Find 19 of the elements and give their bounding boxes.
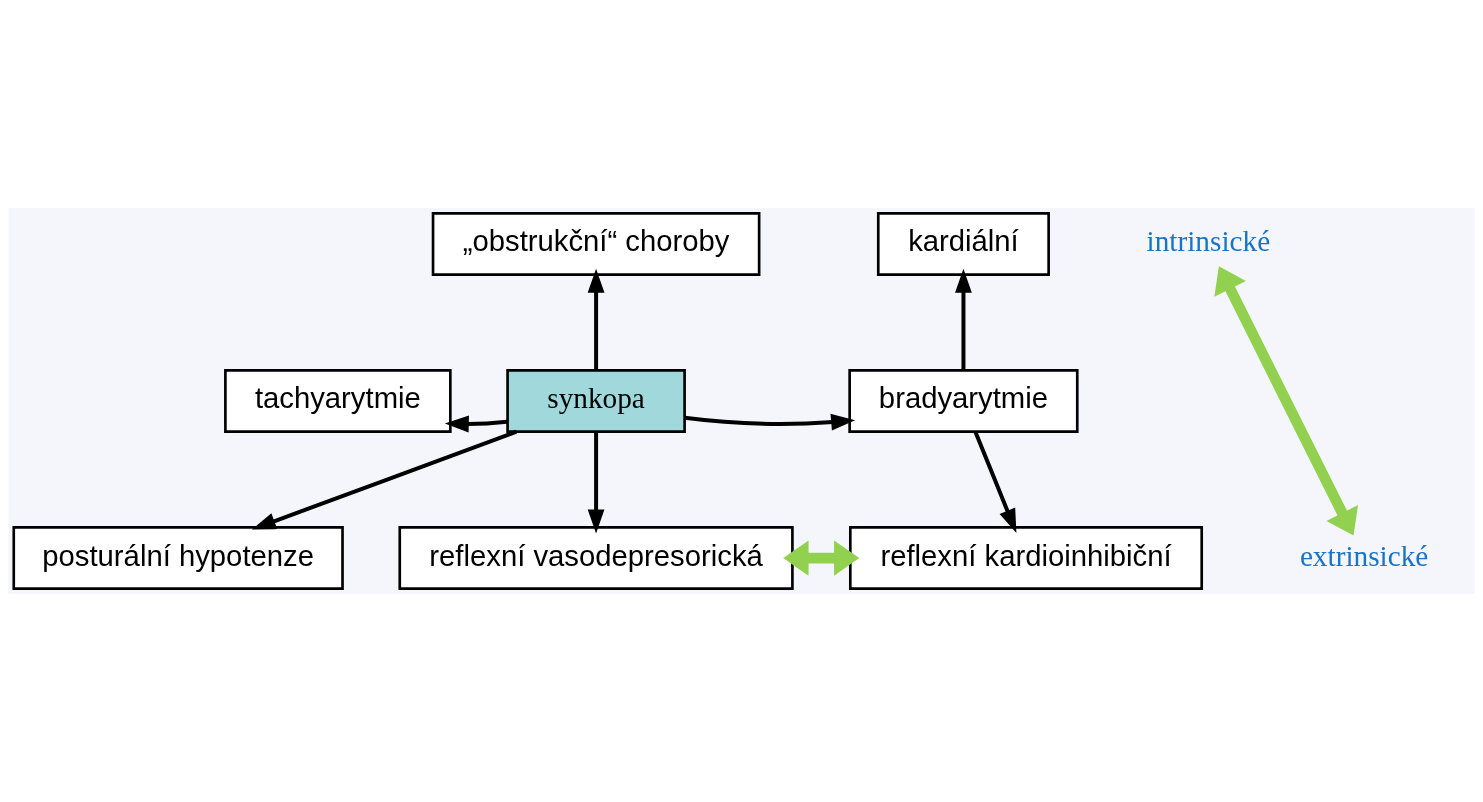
node-box: synkopa — [506, 369, 686, 433]
arrow — [251, 429, 518, 530]
node-box: posturální hypotenze — [12, 526, 344, 590]
arrow — [783, 540, 860, 576]
arrow — [587, 268, 605, 371]
arrow — [1214, 266, 1359, 536]
node-box: reflexní vasodepresorická — [398, 526, 794, 590]
arrow — [444, 415, 508, 433]
node-box: bradyarytmie — [848, 369, 1079, 433]
node-box: reflexní kardioinhibiční — [848, 526, 1204, 590]
arrow — [955, 268, 972, 371]
node-text: extrinsické — [1299, 539, 1429, 572]
arrow — [587, 431, 605, 534]
arrow — [684, 413, 856, 431]
node-box: kardiální — [876, 212, 1050, 276]
node-box: tachyarytmie — [224, 369, 452, 433]
node-box: „obstrukční“ choroby — [431, 212, 761, 276]
arrow — [973, 431, 1017, 534]
node-text: intrinsické — [1146, 225, 1271, 258]
